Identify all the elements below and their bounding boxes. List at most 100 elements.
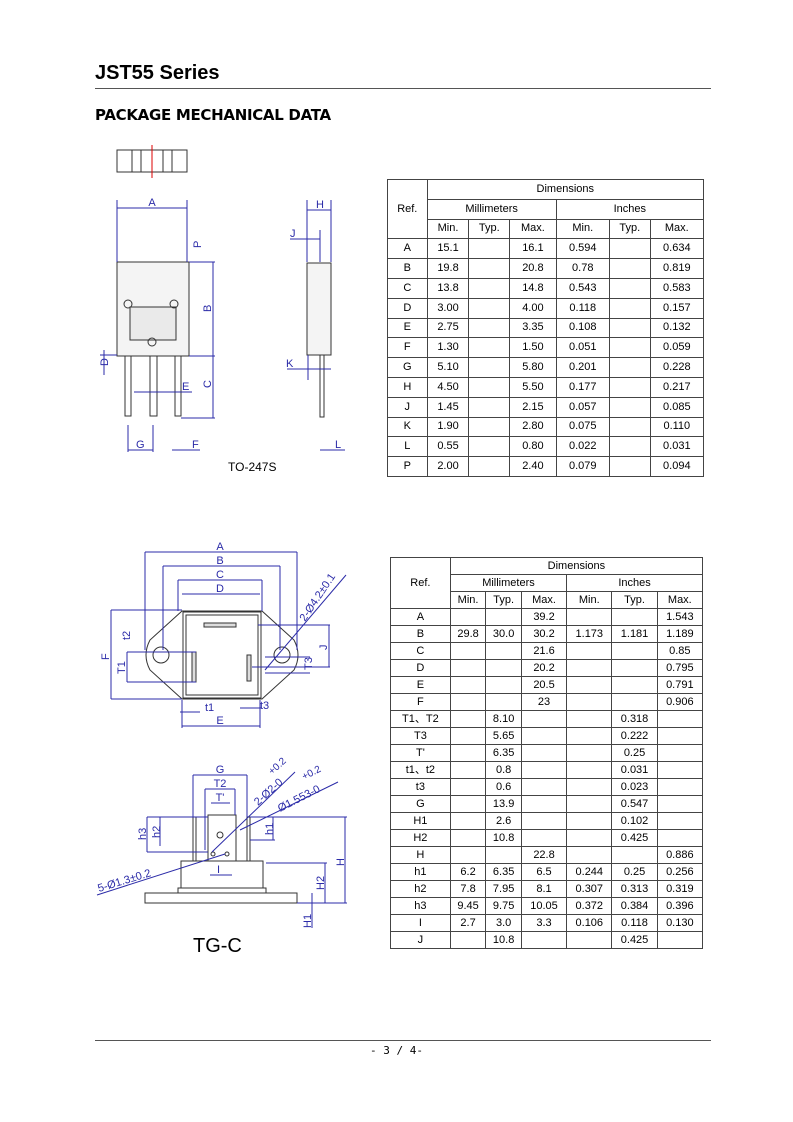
dim-label-j: J [290, 228, 296, 240]
value-cell: 9.75 [485, 897, 522, 915]
value-cell: 1.90 [426, 416, 470, 438]
ref-cell: H [387, 376, 428, 398]
tgc-label-i: I [217, 864, 220, 876]
ref-cell: H1 [390, 812, 451, 830]
value-cell [656, 829, 704, 847]
value-cell: 0.547 [611, 795, 658, 813]
tgc-label-pin1553-tol: +0.2 [300, 764, 323, 783]
value-cell [520, 829, 568, 847]
value-cell: 6.35 [485, 744, 522, 762]
ref-cell: T1、T2 [390, 710, 451, 728]
subheader-cell: Typ. [611, 591, 658, 609]
value-cell: 0.023 [611, 778, 658, 796]
value-cell: 20.8 [509, 258, 557, 279]
value-cell [608, 396, 651, 418]
ref-cell: h1 [390, 863, 451, 881]
value-cell: 1.543 [656, 608, 704, 626]
tgc-label-hh: H [335, 858, 347, 866]
dim-label-e: E [182, 381, 189, 393]
value-cell: 0.8 [485, 761, 522, 779]
value-cell: 0.6 [485, 778, 522, 796]
ref-cell: T3 [390, 727, 451, 745]
value-cell: 8.10 [485, 710, 522, 728]
tgc-label-d: D [216, 583, 224, 595]
ref-cell: D [390, 659, 451, 677]
dim-label-p: P [192, 241, 204, 248]
value-cell: 19.8 [426, 258, 470, 279]
value-cell: 0.059 [649, 337, 705, 359]
value-cell: 0.102 [611, 812, 658, 830]
value-cell [608, 456, 651, 477]
tgc-label-e: E [216, 715, 223, 727]
dimensions-header: Dimensions [449, 557, 704, 575]
subheader-cell: Max. [649, 218, 705, 240]
subheader-cell: Min. [566, 591, 613, 609]
value-cell [566, 744, 613, 762]
value-cell: 0.051 [555, 337, 610, 359]
to247s-drawing: A H J P B C D E G F K L TO-247S [99, 145, 345, 474]
millimeters-header: Millimeters [426, 198, 557, 220]
value-cell: 5.10 [426, 357, 470, 378]
value-cell: 0.222 [611, 727, 658, 745]
value-cell: 0.022 [555, 436, 610, 458]
value-cell: 2.75 [426, 317, 470, 339]
value-cell [656, 710, 704, 728]
value-cell [468, 416, 511, 438]
tgc-label-hh2: H2 [315, 876, 327, 890]
value-cell: 0.795 [656, 659, 704, 677]
value-cell: 0.031 [611, 761, 658, 779]
value-cell: 1.181 [611, 625, 658, 643]
value-cell: 10.8 [485, 829, 522, 847]
ref-cell: K [387, 416, 428, 438]
value-cell: 0.079 [555, 456, 610, 477]
value-cell: 14.8 [509, 277, 557, 299]
ref-cell: h2 [390, 880, 451, 898]
value-cell [449, 642, 487, 660]
value-cell: 0.313 [611, 880, 658, 898]
tgc-label-j: J [318, 645, 330, 651]
ref-cell: t3 [390, 778, 451, 796]
value-cell [566, 659, 613, 677]
subheader-cell: Min. [555, 218, 610, 240]
value-cell [468, 317, 511, 339]
value-cell [656, 795, 704, 813]
ref-header: Ref. [387, 178, 428, 240]
dim-label-l: L [335, 439, 341, 451]
value-cell: 8.1 [520, 880, 568, 898]
value-cell: 3.3 [520, 914, 568, 932]
tgc-label-h1: h1 [264, 823, 276, 835]
ref-cell: J [387, 396, 428, 418]
value-cell: 2.7 [449, 914, 487, 932]
value-cell [485, 676, 522, 694]
value-cell: 0.906 [656, 693, 704, 711]
value-cell [449, 608, 487, 626]
value-cell [520, 710, 568, 728]
value-cell: 0.396 [656, 897, 704, 915]
dim-label-h: H [316, 199, 324, 211]
value-cell [449, 659, 487, 677]
value-cell [611, 693, 658, 711]
dim-label-f: F [192, 439, 199, 451]
to247s-side-body [306, 262, 332, 356]
tgc-label-c: C [216, 569, 224, 581]
tgc-label-tprime: T' [216, 792, 225, 804]
value-cell [449, 812, 487, 830]
value-cell [468, 396, 511, 418]
value-cell: 4.00 [509, 297, 557, 319]
subheader-cell: Max. [520, 591, 568, 609]
value-cell [611, 608, 658, 626]
ref-cell: L [387, 436, 428, 458]
document-title: JST55 Series [95, 62, 220, 84]
value-cell [520, 727, 568, 745]
value-cell [485, 642, 522, 660]
value-cell: 0.372 [566, 897, 613, 915]
value-cell: 7.8 [449, 880, 487, 898]
